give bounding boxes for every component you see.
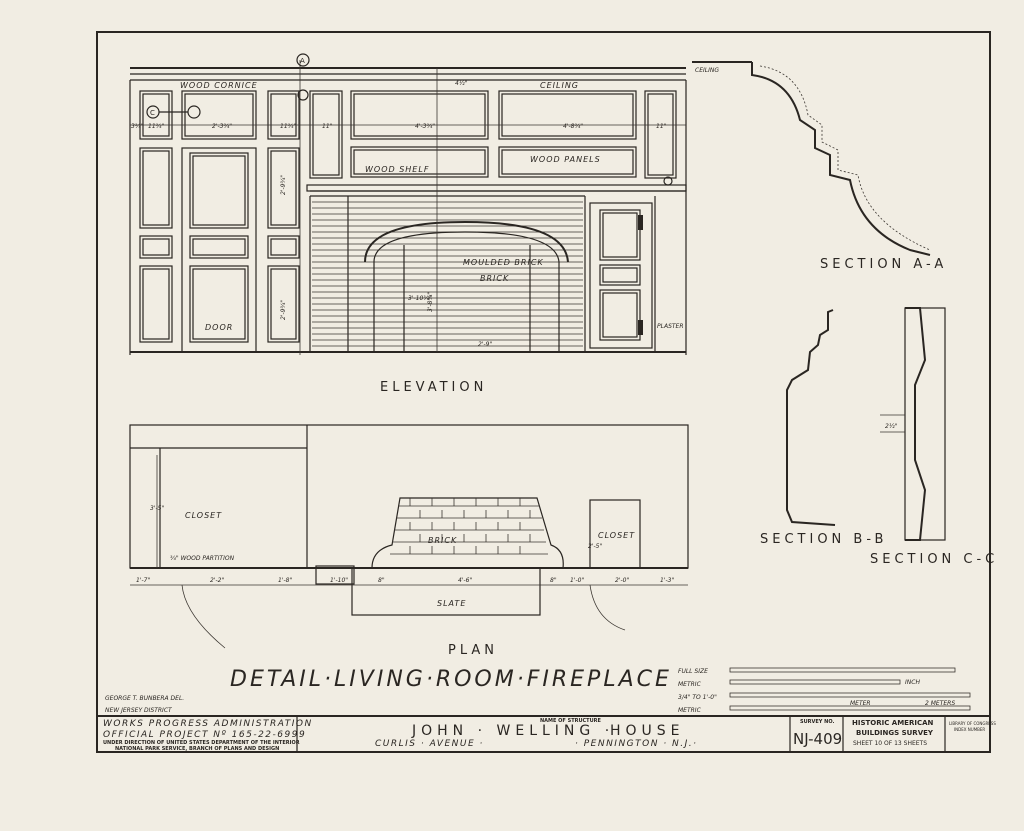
drawing-title: DETAIL·LIVING·ROOM·FIREPLACE: [230, 667, 672, 692]
svg-text:3'-5": 3'-5": [150, 505, 164, 512]
svg-text:2'-2": 2'-2": [210, 577, 224, 584]
section-c-c-profile: 2½": [880, 307, 946, 541]
section-b-b-title: SECTION B-B: [760, 532, 887, 547]
title-block: WORKS PROGRESS ADMINISTRATION OFFICIAL P…: [97, 715, 996, 752]
plan-title: PLAN: [448, 643, 498, 658]
svg-text:2'-9": 2'-9": [478, 341, 492, 348]
svg-text:OFFICIAL PROJECT Nº 165-22-699: OFFICIAL PROJECT Nº 165-22-6999: [103, 730, 306, 740]
delineator-district: NEW JERSEY DISTRICT: [105, 707, 173, 714]
section-c-c-title: SECTION C-C: [870, 552, 998, 567]
elevation-drawing: A C: [129, 53, 687, 355]
svg-text:4'-3¾": 4'-3¾": [415, 123, 435, 130]
svg-text:CURLIS · AVENUE ·: CURLIS · AVENUE ·: [375, 739, 484, 749]
label-brick: BRICK: [480, 274, 509, 283]
svg-text:INCH: INCH: [905, 679, 920, 686]
elevation-dimensions: 3¾" 11¾" 2'-3¾" 11¾" 11" 4'-3¾" 4'-8¾" 1…: [131, 80, 667, 348]
label-wood-shelf: WOOD SHELF: [365, 165, 429, 174]
dim-lower-side-panel: 2'-9¾": [280, 300, 287, 320]
svg-text:8": 8": [378, 577, 385, 584]
section-a-a-title: SECTION A-A: [820, 257, 947, 272]
svg-text:BUILDINGS SURVEY: BUILDINGS SURVEY: [856, 729, 934, 737]
svg-text:1'-8": 1'-8": [278, 577, 292, 584]
survey-number: NJ-409: [793, 730, 842, 748]
label-plaster: PLASTER: [657, 323, 684, 330]
svg-text:11¾": 11¾": [148, 123, 164, 130]
delineator-name: GEORGE T. BUNBERA DEL.: [105, 695, 184, 702]
svg-text:INDEX NUMBER: INDEX NUMBER: [954, 727, 985, 732]
svg-text:METER: METER: [850, 700, 871, 707]
svg-text:WORKS PROGRESS ADMINISTRATION: WORKS PROGRESS ADMINISTRATION: [103, 719, 313, 729]
section-marker-c: C: [150, 109, 155, 117]
dim-opening-height: 3'-8¾": [427, 292, 434, 312]
svg-text:NAME OF STRUCTURE: NAME OF STRUCTURE: [540, 718, 602, 724]
label-closet-left: CLOSET: [185, 511, 222, 520]
svg-text:4'-6": 4'-6": [458, 577, 472, 584]
label-ceiling: CEILING: [540, 81, 579, 90]
label-door: DOOR: [205, 323, 233, 332]
section-marker-a: A: [300, 57, 305, 65]
svg-text:1'-10": 1'-10": [330, 577, 348, 584]
svg-text:· PENNINGTON · N.J.·: · PENNINGTON · N.J.·: [575, 739, 698, 749]
svg-text:2'-5": 2'-5": [588, 543, 602, 550]
svg-text:HISTORIC AMERICAN: HISTORIC AMERICAN: [852, 719, 934, 727]
svg-text:2½": 2½": [885, 423, 898, 430]
svg-text:11¾": 11¾": [280, 123, 296, 130]
svg-text:3'-10¾": 3'-10¾": [408, 295, 432, 302]
svg-text:4½": 4½": [455, 80, 468, 87]
sheet-number: SHEET 10 OF 13 SHEETS: [853, 740, 927, 747]
svg-text:SURVEY NO.: SURVEY NO.: [800, 719, 834, 725]
label-wood-cornice: WOOD CORNICE: [180, 81, 258, 90]
section-a-a-profile: [692, 61, 931, 256]
svg-text:11": 11": [656, 123, 667, 130]
svg-text:2'-3¾": 2'-3¾": [212, 123, 232, 130]
svg-text:4'-8¾": 4'-8¾": [563, 123, 583, 130]
svg-text:2 METERS: 2 METERS: [925, 700, 955, 707]
label-plan-brick: BRICK: [428, 536, 457, 545]
svg-text:FULL SIZE: FULL SIZE: [678, 668, 708, 675]
svg-text:1'-7": 1'-7": [136, 577, 150, 584]
svg-text:METRIC: METRIC: [678, 681, 702, 688]
label-wood-partition: ¾" WOOD PARTITION: [170, 555, 235, 562]
svg-text:1'-3": 1'-3": [660, 577, 674, 584]
label-moulded-brick: MOULDED BRICK: [463, 258, 544, 267]
svg-text:1'-0": 1'-0": [570, 577, 584, 584]
svg-text:UNDER DIRECTION OF UNITED STAT: UNDER DIRECTION OF UNITED STATES DEPARTM…: [103, 740, 300, 746]
structure-name: JOHN · WELLING ·: [411, 723, 614, 739]
svg-text:2'-0": 2'-0": [615, 577, 629, 584]
section-b-b-profile: [786, 309, 836, 526]
svg-text:3/4" TO 1'-0": 3/4" TO 1'-0": [678, 694, 717, 701]
svg-text:NATIONAL PARK SERVICE, BRANCH: NATIONAL PARK SERVICE, BRANCH OF PLANS A…: [115, 746, 279, 752]
elevation-title: ELEVATION: [380, 380, 487, 395]
label-wood-panels: WOOD PANELS: [530, 155, 601, 164]
plan-dimensions: 1'-7" 2'-2" 1'-8" 1'-10" 8" 4'-6" 8" 1'-…: [136, 505, 674, 584]
label-slate: SLATE: [437, 599, 466, 608]
svg-text:11": 11": [322, 123, 333, 130]
plan-drawing: [129, 424, 689, 649]
sheet-border: [96, 31, 991, 753]
svg-text:METRIC: METRIC: [678, 707, 702, 714]
svg-text:8": 8": [550, 577, 557, 584]
label-section-ceiling: CEILING: [695, 67, 719, 74]
svg-text:HOUSE: HOUSE: [610, 723, 685, 739]
label-closet-right: CLOSET: [598, 531, 635, 540]
dim-upper-side-panel: 2'-9¾": [280, 175, 287, 195]
graphic-scales: FULL SIZE METRIC 3/4" TO 1'-0" METRIC IN…: [678, 667, 971, 714]
svg-text:3¾": 3¾": [131, 123, 144, 130]
svg-text:LIBRARY OF CONGRESS: LIBRARY OF CONGRESS: [949, 721, 996, 726]
